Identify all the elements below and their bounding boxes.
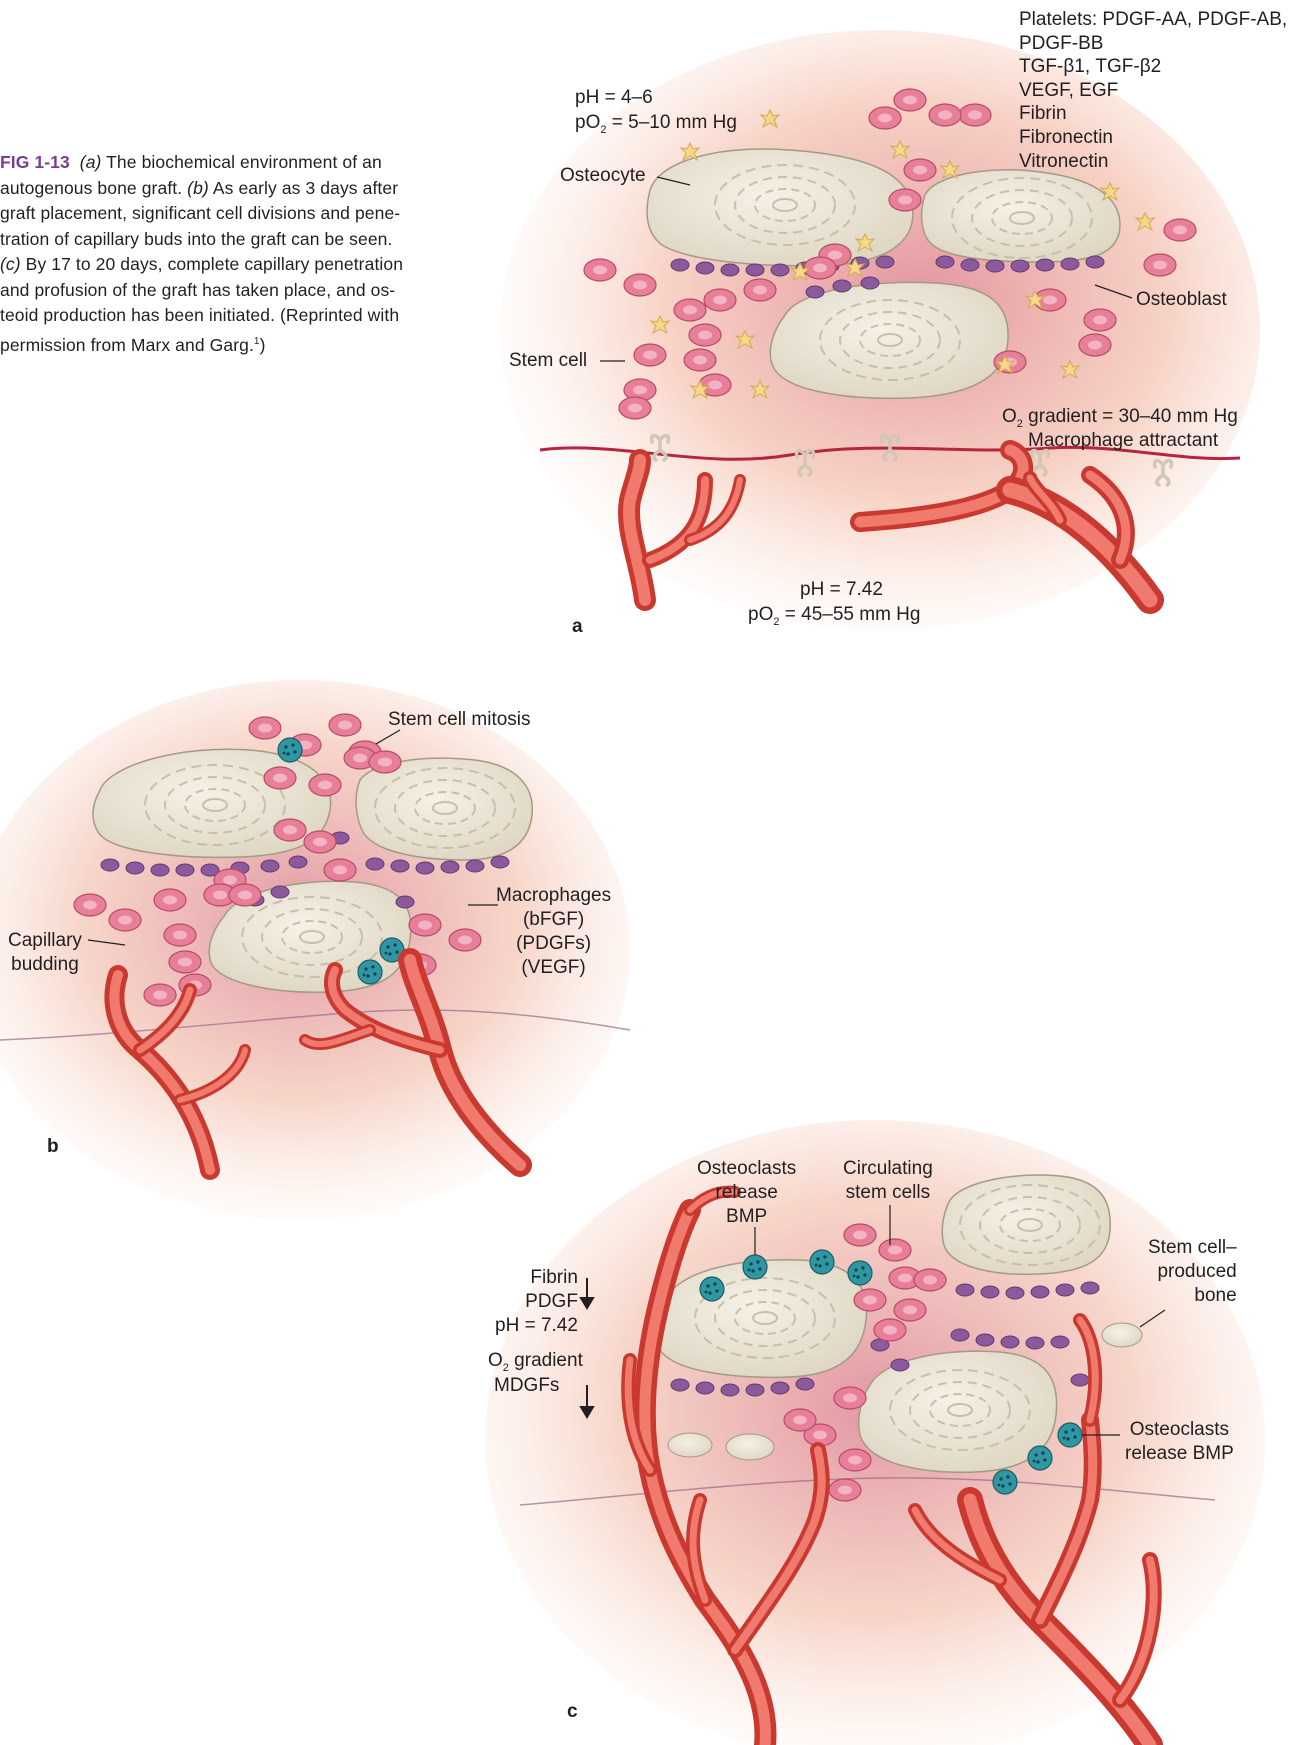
bone-c-3 — [859, 1351, 1057, 1472]
panel-a-ph-top: pH = 4–6 — [575, 86, 653, 109]
osteocyte-bone-3 — [770, 282, 1008, 398]
panel-c-letter: c — [567, 1701, 578, 1723]
panel-a-macrophage-attractant-label: Macrophage attractant — [1028, 429, 1218, 452]
panel-a-letter: a — [572, 616, 583, 638]
panel-a-platelets-list: Platelets: PDGF-AA, PDGF-AB, PDGF-BB TGF… — [1019, 8, 1287, 173]
panel-b-capillary-budding-label: Capillary budding — [8, 929, 82, 977]
panel-b-macrophages-label: Macrophages (bFGF) (PDGFs) (VEGF) — [496, 884, 611, 980]
panel-a-osteocyte-label: Osteocyte — [560, 164, 646, 187]
osteocyte-bone-1 — [647, 149, 913, 266]
panel-a-stem-cell-label: Stem cell — [509, 349, 587, 372]
panel-c-osteoclasts-bmp-right-label: Osteoclasts release BMP — [1125, 1418, 1234, 1466]
panel-b-stem-cell-mitosis-label: Stem cell mitosis — [388, 708, 531, 731]
panel-c-circulating-stem-cells-label: Circulating stem cells — [843, 1157, 933, 1205]
panel-c-fibrin-pdgf-label: Fibrin PDGF pH = 7.42 — [495, 1266, 578, 1338]
panel-a-po2-top: pO2 = 5–10 mm Hg — [575, 111, 737, 142]
panel-a-osteoblast-label: Osteoblast — [1136, 288, 1227, 311]
panel-c-stem-cell-produced-bone-label: Stem cell– produced bone — [1148, 1236, 1237, 1308]
panel-c-mdgfs-label: MDGFs — [494, 1374, 559, 1397]
bone-c-2 — [942, 1175, 1110, 1274]
panel-c-osteoclasts-bmp-top-label: Osteoclasts release BMP — [697, 1157, 796, 1229]
panel-a-ph-bottom: pH = 7.42 — [800, 578, 883, 601]
panel-a-po2-bottom: pO2 = 45–55 mm Hg — [748, 603, 920, 634]
panel-b-letter: b — [47, 1136, 59, 1158]
